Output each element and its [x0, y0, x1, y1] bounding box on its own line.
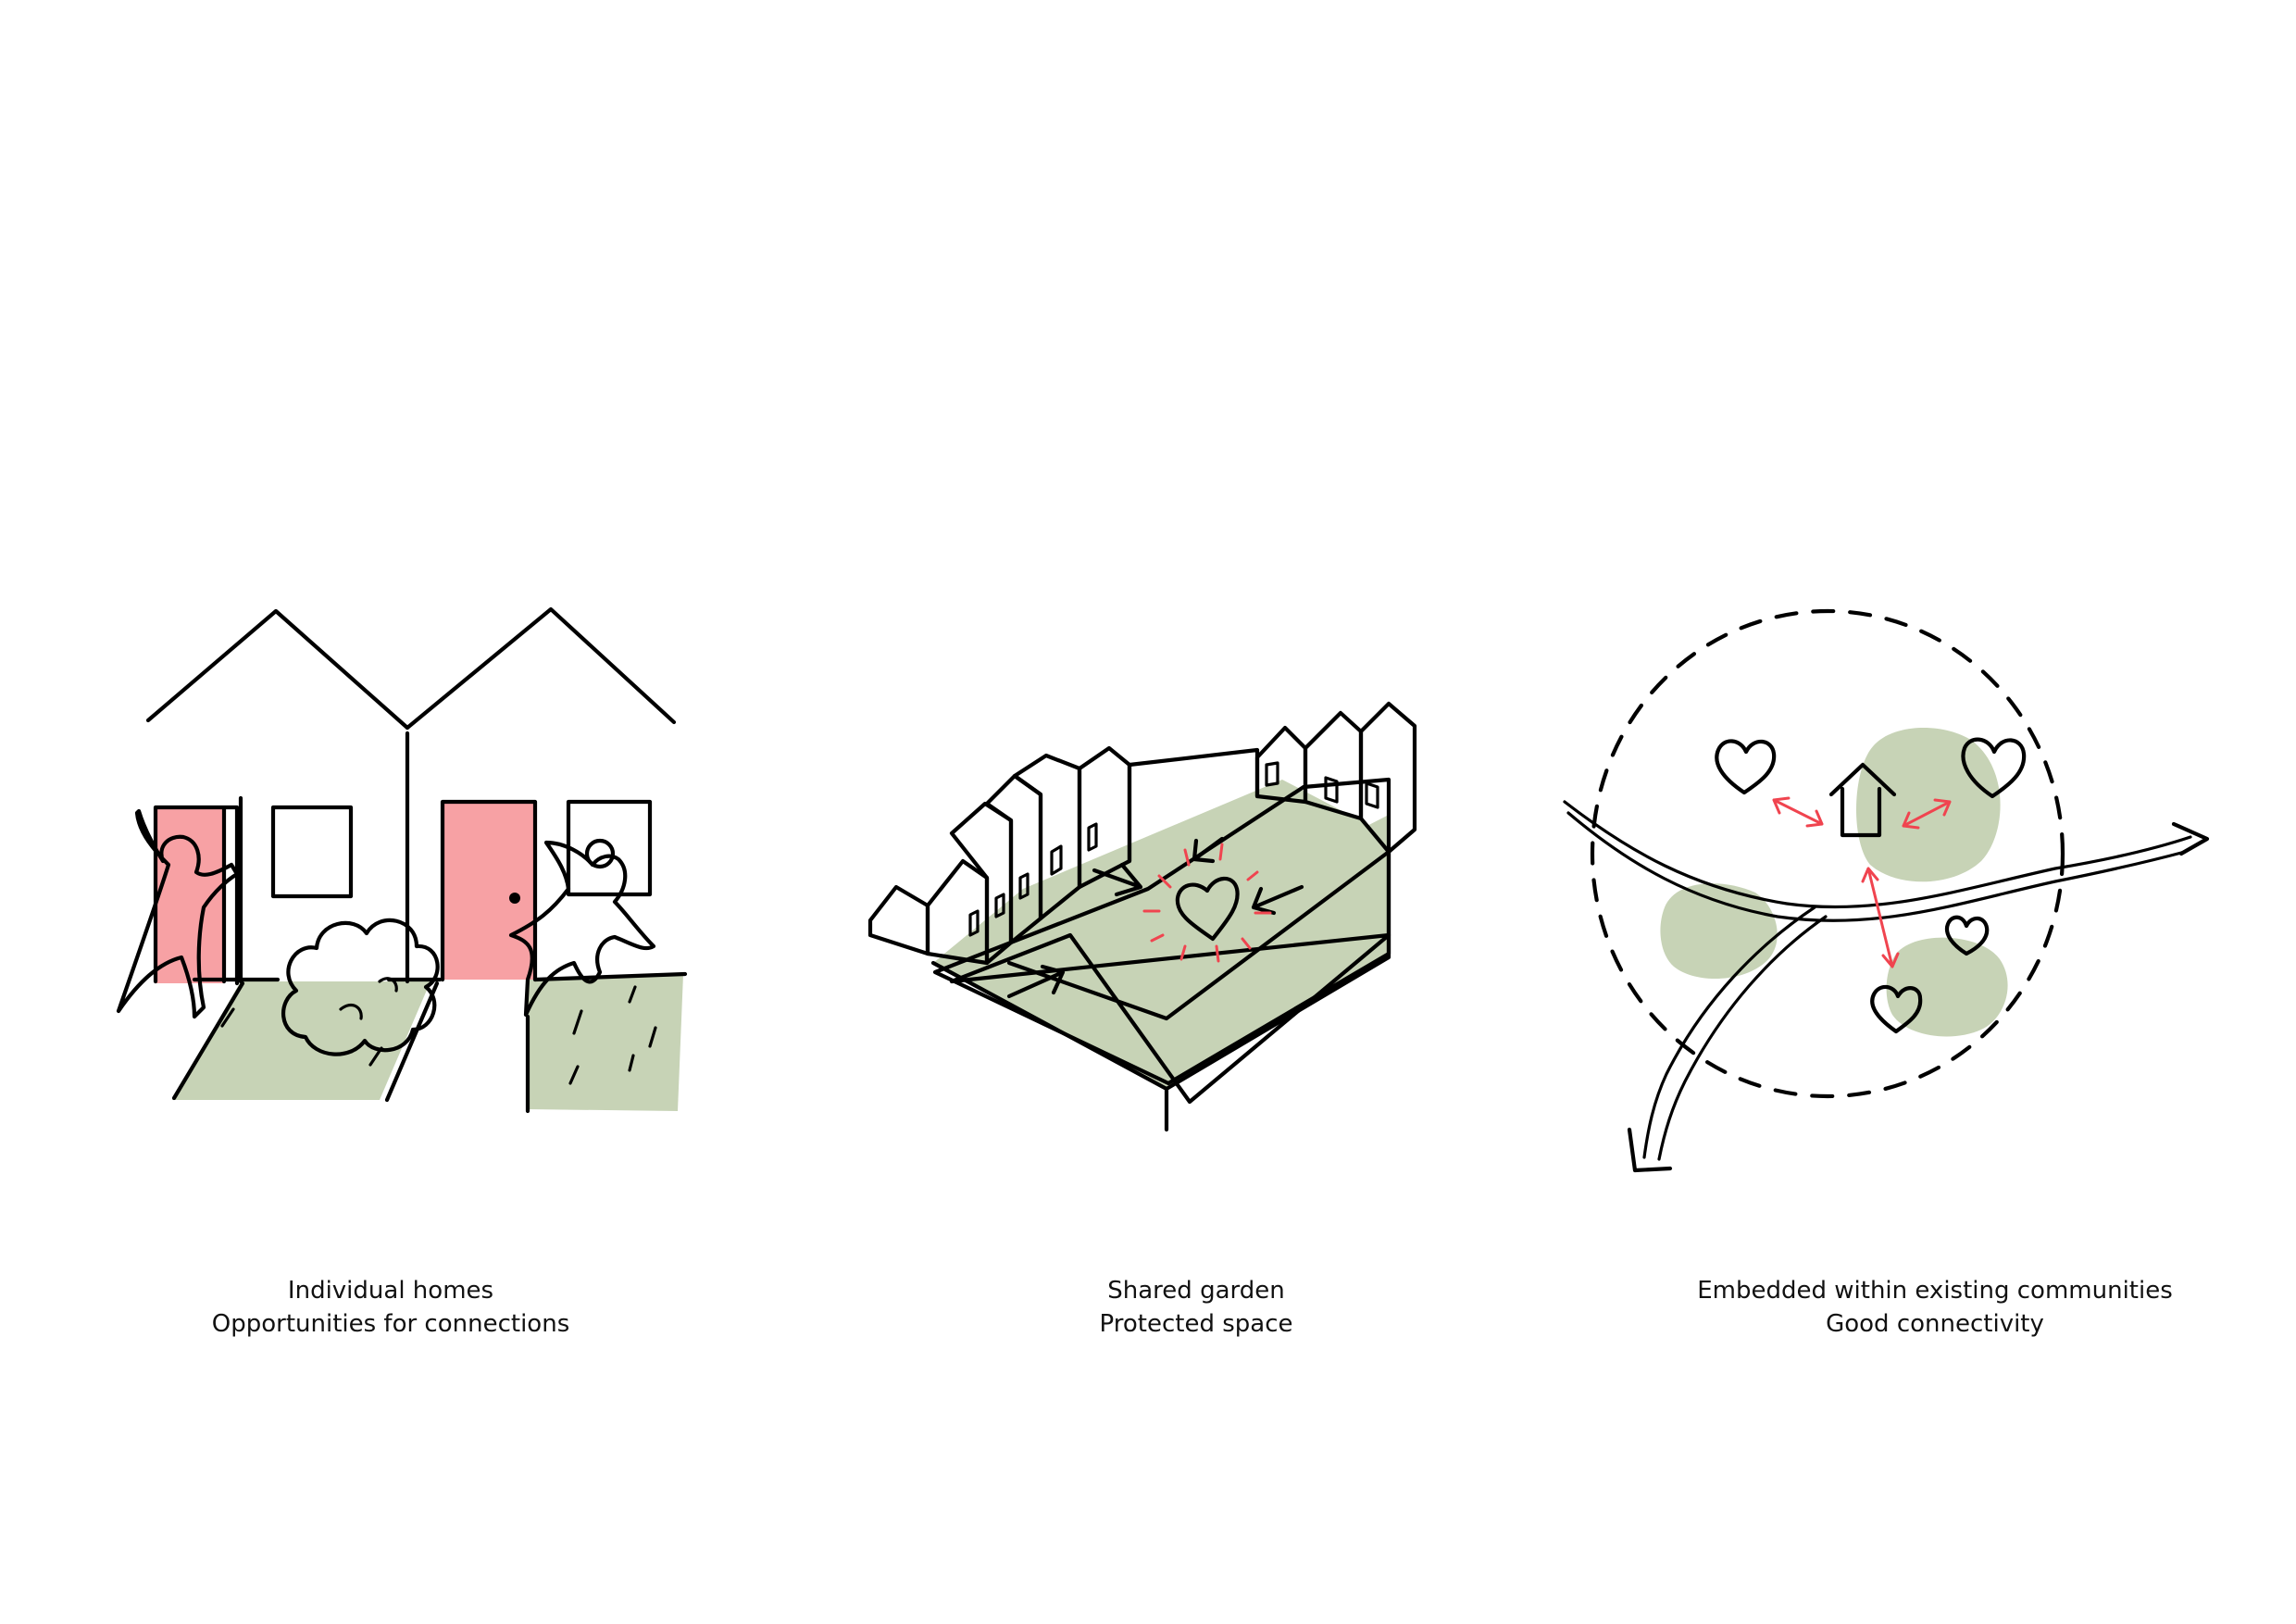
- panel-communities: Embedded within existing communities Goo…: [1563, 0, 2296, 1624]
- caption-panel-3-subtitle: Good connectivity: [1826, 1310, 2044, 1338]
- caption-panel-1-title: Individual homes: [287, 1277, 494, 1305]
- caption-panel-3-title: Embedded within existing communities: [1697, 1277, 2173, 1305]
- communities-illustration: [1563, 608, 2210, 1173]
- caption-panel-1: Individual homes Opportunities for conne…: [39, 1274, 742, 1341]
- garden-plane: [949, 932, 1391, 1105]
- road-main: [1563, 800, 2192, 909]
- panel-individual-homes: Individual homes Opportunities for conne…: [0, 0, 833, 1624]
- right-window: [566, 799, 653, 897]
- garden-illustration: [867, 701, 1417, 1132]
- road-main-edge: [1566, 811, 2187, 922]
- bush: [281, 918, 440, 1056]
- caption-panel-1-subtitle: Opportunities for connections: [211, 1310, 570, 1338]
- door-knob: [509, 893, 520, 904]
- green-area-bottom: [1886, 937, 2008, 1037]
- right-roof: [405, 606, 677, 731]
- left-person: [116, 808, 240, 1019]
- road-branch-edge: [1657, 915, 1828, 1161]
- inward-arrows: [1006, 836, 1304, 999]
- left-lawn: [172, 981, 430, 1100]
- left-window: [270, 805, 354, 899]
- right-person: [508, 840, 656, 1018]
- heart-bottom: [1870, 984, 1923, 1034]
- arrow-southwest: [1627, 1127, 1673, 1173]
- garden-walls: [930, 747, 1391, 1132]
- homes-illustration: [116, 606, 688, 1114]
- heart-top-left: [1715, 739, 1777, 795]
- heart-top-right: [1961, 737, 2027, 799]
- path-edges: [171, 981, 530, 1114]
- right-door-frame: [440, 799, 538, 982]
- green-area-left: [1660, 883, 1778, 980]
- panel-shared-garden: Shared garden Protected space: [815, 0, 1574, 1624]
- heart-middle-right: [1944, 915, 1990, 956]
- caption-panel-2: Shared garden Protected space: [844, 1274, 1548, 1341]
- road-branch: [1642, 906, 1816, 1159]
- caption-panel-3: Embedded within existing communities Goo…: [1472, 1274, 2296, 1341]
- heart-rays: [1142, 843, 1272, 963]
- grass-marks: [220, 985, 657, 1085]
- bush-inner: [339, 977, 398, 1020]
- community-boundary: [1590, 608, 2065, 1099]
- home-icon: [1828, 762, 1897, 838]
- shared-heart: [1175, 876, 1240, 942]
- left-roof: [145, 608, 410, 731]
- right-front-door: [443, 802, 535, 980]
- left-door-frame: [153, 805, 240, 986]
- caption-panel-2-subtitle: Protected space: [1099, 1310, 1293, 1338]
- arrow-east: [2171, 821, 2210, 856]
- right-person-head: [584, 838, 616, 869]
- caption-panel-2-title: Shared garden: [1107, 1277, 1285, 1305]
- right-lawn: [526, 974, 683, 1111]
- garden-border: [932, 777, 1391, 1086]
- connection-arrows: [1772, 796, 1952, 968]
